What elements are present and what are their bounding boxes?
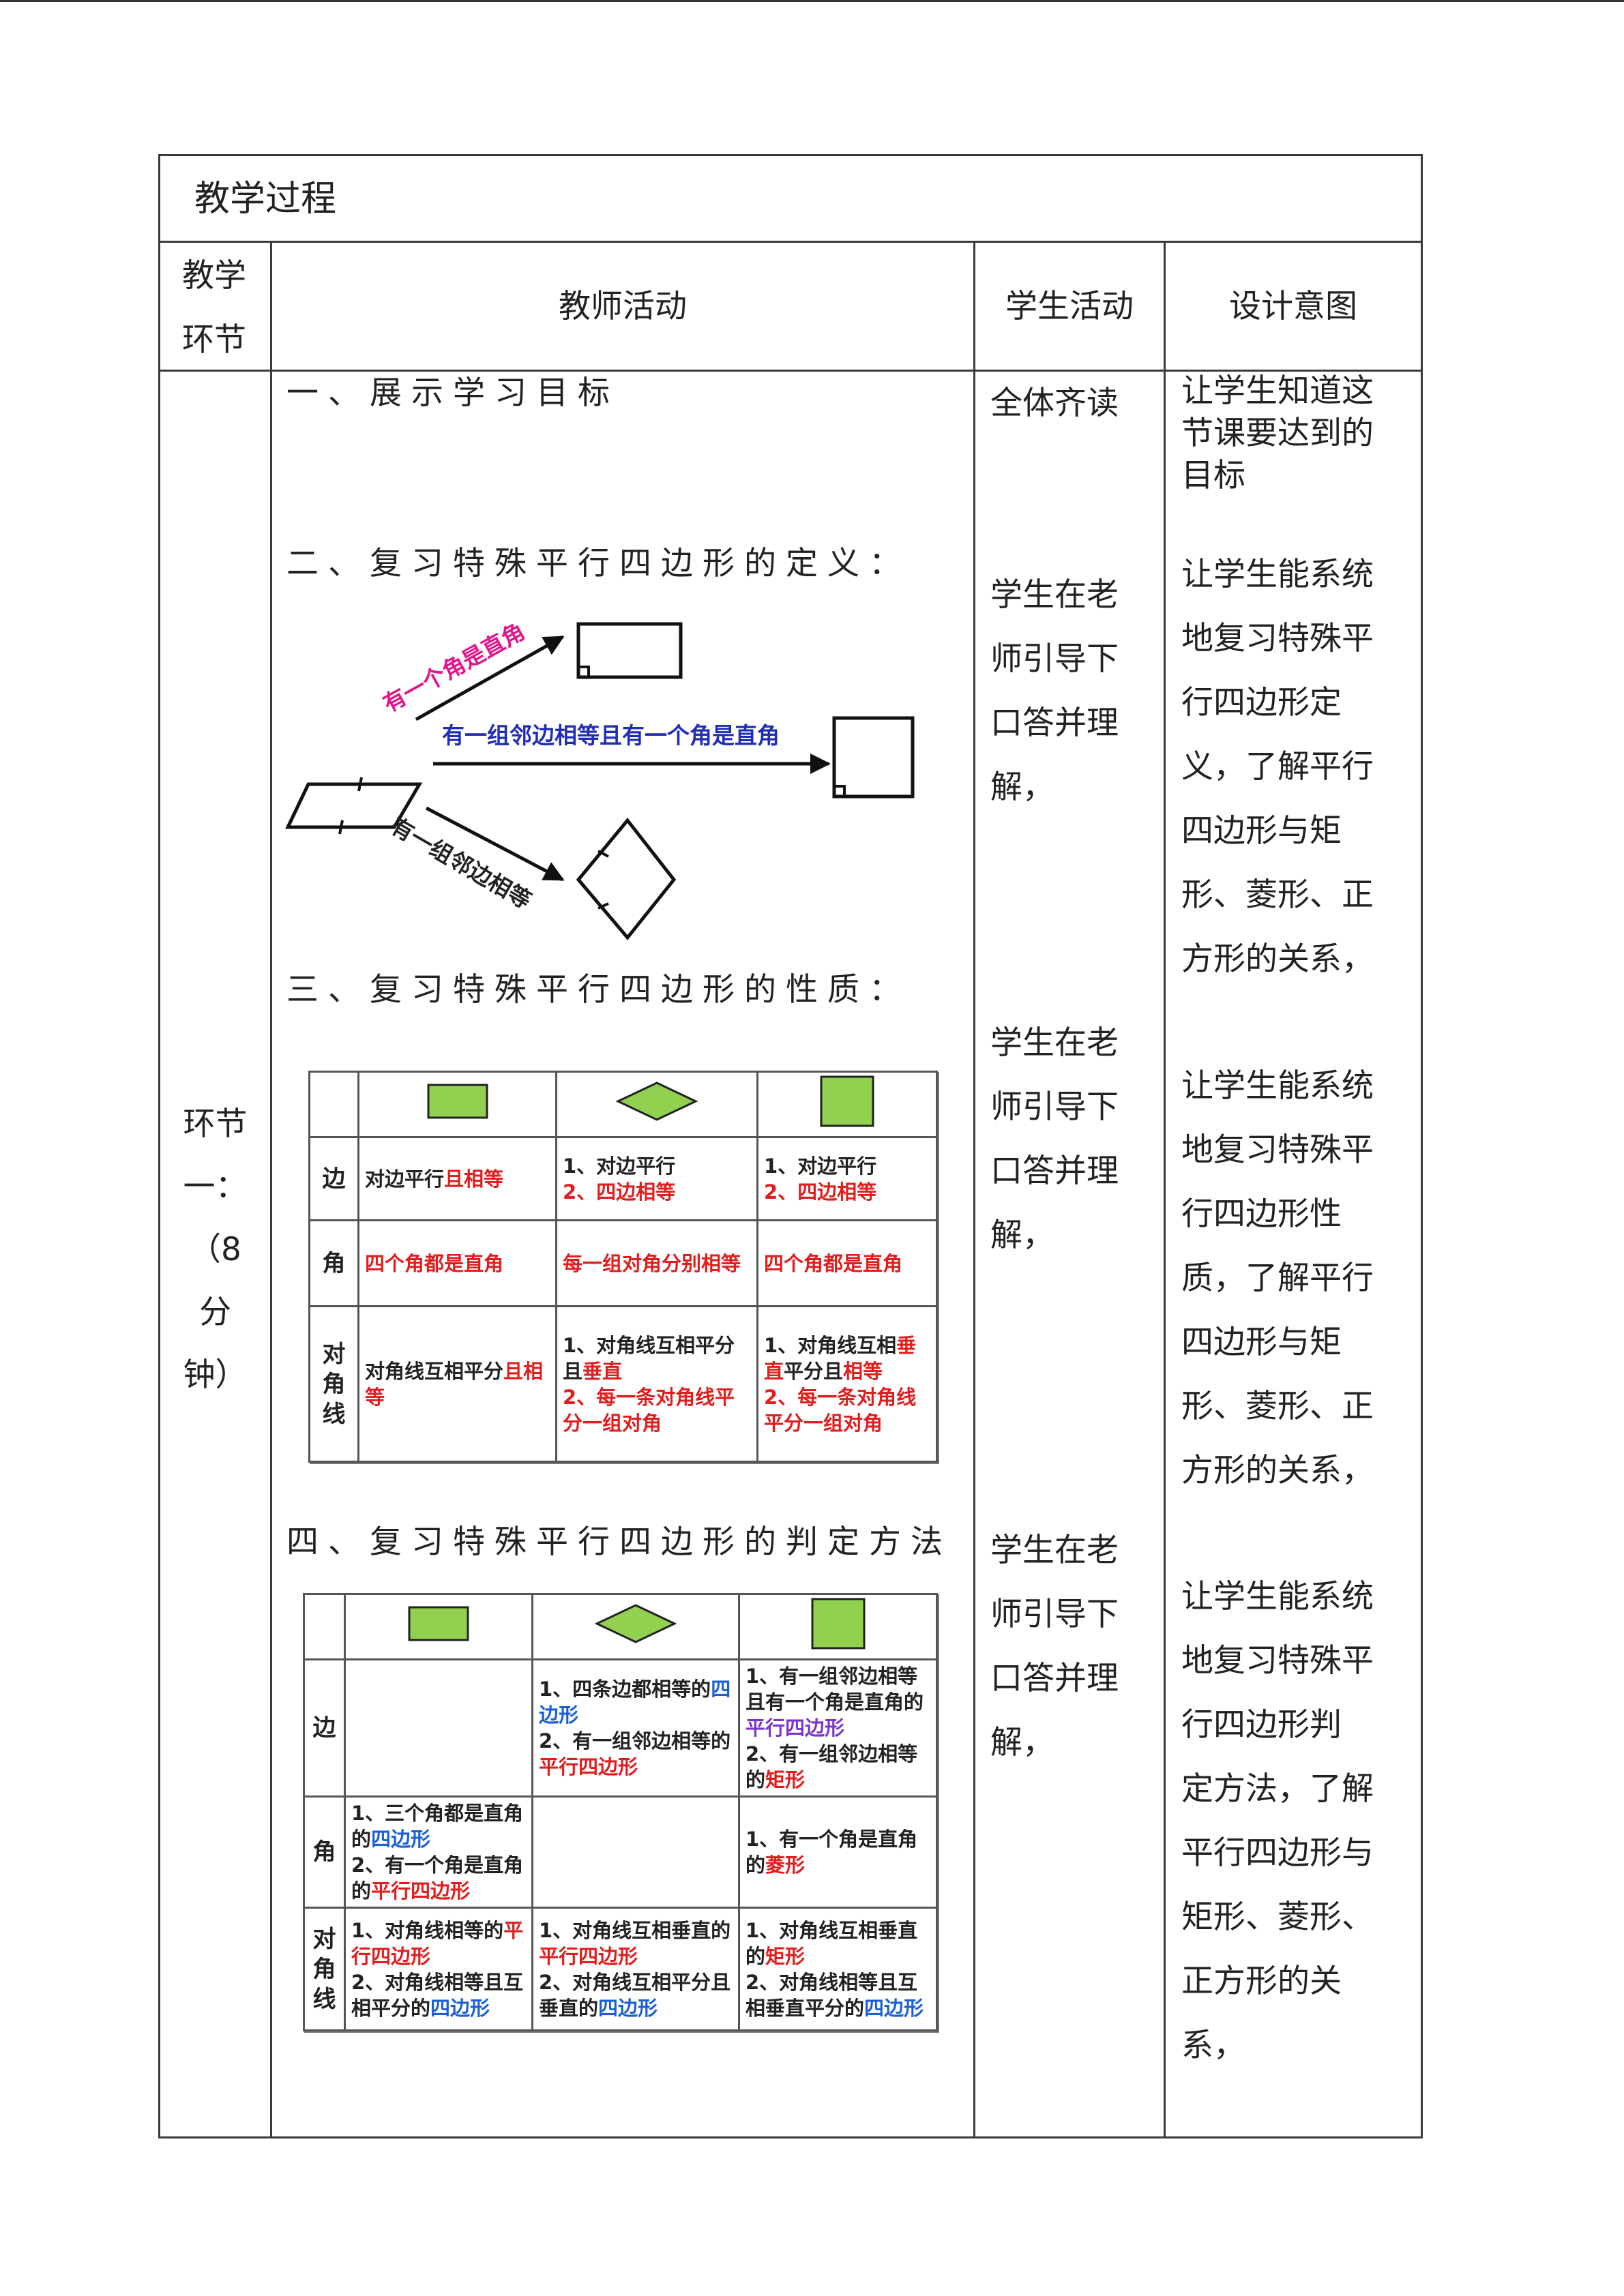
stage-line-3: （8 bbox=[189, 1231, 241, 1268]
table-row: 角 1、三个角都是直角的四边形 2、有一个角是直角的平行四边形 1、有一个角是直… bbox=[303, 1795, 938, 1909]
square-angle-cell: 四个角都是直角 bbox=[756, 1219, 938, 1307]
table-row: 对角线 1、对角线相等的平行四边形 2、对角线相等且互相平分的四边形 1、对角线… bbox=[303, 1907, 938, 2031]
square-diagonal-cell: 1、对角线互相垂直的矩形 2、对角线相等且互相垂直平分的四边形 bbox=[738, 1907, 938, 2031]
student-activity-3: 学生在老师引导下口答并理解， bbox=[990, 1024, 1119, 1254]
green-rhombus-icon bbox=[615, 1082, 698, 1121]
table-row bbox=[308, 1071, 938, 1138]
row-head-angle: 角 bbox=[308, 1219, 359, 1307]
header-teacher: 教师活动 bbox=[559, 288, 687, 325]
table-border-header-bottom bbox=[158, 370, 1423, 372]
table-row: 边 1、四条边都相等的四边形 2、有一组邻边相等的平行四边形 1、有一组邻边相等… bbox=[303, 1658, 938, 1798]
rhombus-shape bbox=[576, 818, 677, 940]
rectangle-shape bbox=[576, 622, 683, 679]
definition-diagram: 有一个角是直角 有一组邻边相等且有一个角是直角 有一组邻边相等 bbox=[285, 618, 915, 940]
column-divider-3 bbox=[1164, 241, 1166, 2138]
rect-side-cell bbox=[344, 1658, 533, 1798]
student-activity-2: 学生在老师引导下口答并理解， bbox=[990, 576, 1119, 806]
square-angle-cell: 1、有一个角是直角的菱形 bbox=[738, 1795, 938, 1909]
row-head-diagonal: 对角线 bbox=[308, 1305, 359, 1463]
rhombus-tick-2 bbox=[597, 902, 609, 910]
rect-angle-cell: 1、三个角都是直角的四边形 2、有一个角是直角的平行四边形 bbox=[344, 1795, 533, 1909]
arrow-to-rhombus bbox=[425, 806, 565, 882]
page-title: 教学过程 bbox=[194, 179, 337, 220]
green-rectangle-icon bbox=[408, 1606, 469, 1641]
stage-line-2: 一： bbox=[183, 1168, 248, 1206]
section-heading-4: 四、复习特殊平行四边形的判定方法 bbox=[286, 1523, 952, 1561]
design-intent-2: 让学生能系统地复习特殊平行四边形定义，了解平行 四边形与矩形、菱形、正方形的关系… bbox=[1181, 556, 1374, 978]
header-stage-label: 教学环节 bbox=[182, 257, 246, 359]
corner-cell bbox=[303, 1593, 346, 1660]
design-intent-1: 让学生知道这节课要达到的目标 bbox=[1181, 372, 1374, 494]
stage-line-1: 环节 bbox=[183, 1105, 248, 1143]
rhombus-icon-cell bbox=[555, 1071, 758, 1138]
section-heading-1: 一、展示学习目标 bbox=[286, 374, 619, 412]
rectangle-right-angle-mark bbox=[578, 666, 590, 677]
table-border-title-bottom bbox=[158, 241, 1423, 243]
column-divider-2 bbox=[973, 241, 975, 2138]
stage-line-4: 分 bbox=[199, 1294, 231, 1331]
stage-line-5: 钟） bbox=[183, 1356, 248, 1394]
rhombus-angle-cell: 每一组对角分别相等 bbox=[555, 1219, 758, 1307]
rectangle-icon-cell bbox=[357, 1071, 557, 1138]
parallelogram-tick-bottom bbox=[338, 820, 344, 835]
rect-diagonal-cell: 1、对角线相等的平行四边形 2、对角线相等且互相平分的四边形 bbox=[344, 1907, 533, 2031]
design-intent-3: 让学生能系统地复习特殊平行四边形性质，了解平行 四边形与矩形、菱形、正方形的关系… bbox=[1181, 1067, 1374, 1489]
green-rectangle-icon bbox=[427, 1084, 488, 1119]
rhombus-angle-cell bbox=[531, 1795, 740, 1909]
arrow-to-rectangle bbox=[415, 635, 565, 721]
square-icon-cell bbox=[738, 1593, 938, 1660]
parallelogram-shape bbox=[285, 782, 423, 829]
column-divider-1 bbox=[270, 241, 272, 2138]
rhombus-diagonal-cell: 1、对角线互相垂直的平行四边形 2、对角线互相平分且垂直的四边形 bbox=[531, 1907, 740, 2031]
rect-side-cell: 对边平行且相等 bbox=[357, 1136, 557, 1221]
parallelogram-tick-top bbox=[357, 777, 363, 792]
header-stage: 教学环节 bbox=[179, 244, 254, 372]
rect-angle-cell: 四个角都是直角 bbox=[357, 1219, 557, 1307]
rectangle-icon-cell bbox=[344, 1593, 533, 1660]
table-row bbox=[303, 1593, 938, 1660]
table-border-top bbox=[158, 154, 1423, 156]
student-activity-1: 全体齐读 bbox=[990, 385, 1119, 422]
row-head-angle: 角 bbox=[303, 1795, 346, 1909]
square-icon-cell bbox=[756, 1071, 938, 1138]
rhombus-side-cell: 1、四条边都相等的四边形 2、有一组邻边相等的平行四边形 bbox=[531, 1658, 740, 1798]
square-shape bbox=[832, 716, 915, 799]
student-activity-4: 学生在老师引导下口答并理解， bbox=[990, 1532, 1119, 1761]
table-row: 角 四个角都是直角 每一组对角分别相等 四个角都是直角 bbox=[308, 1219, 938, 1307]
square-side-cell: 1、有一组邻边相等且有一个角是直角的平行四边形 2、有一组邻边相等的矩形 bbox=[738, 1658, 938, 1798]
corner-cell bbox=[308, 1071, 359, 1138]
square-right-angle-mark bbox=[834, 785, 846, 796]
page-top-rule bbox=[0, 0, 1624, 2]
green-square-icon bbox=[811, 1598, 865, 1650]
rhombus-icon-cell bbox=[531, 1593, 740, 1660]
arrow-label-middle: 有一组邻边相等且有一个角是直角 bbox=[442, 722, 780, 749]
table-border-bottom bbox=[158, 2136, 1423, 2138]
row-head-side: 边 bbox=[308, 1136, 359, 1221]
section-heading-3: 三、复习特殊平行四边形的性质： bbox=[286, 971, 911, 1009]
section-heading-2: 二、复习特殊平行四边形的定义： bbox=[286, 545, 911, 582]
row-head-diagonal: 对角线 bbox=[303, 1907, 346, 2031]
table-border-left bbox=[158, 154, 160, 2138]
design-intent-4: 让学生能系统地复习特殊平行四边形判定方法，了解 平行四边形与矩形、菱形、正方形的… bbox=[1181, 1578, 1374, 2064]
judgement-table: 边 1、四条边都相等的四边形 2、有一组邻边相等的平行四边形 1、有一组邻边相等… bbox=[303, 1593, 938, 2031]
rhombus-tick-1 bbox=[597, 850, 609, 858]
green-rhombus-icon bbox=[594, 1604, 677, 1643]
header-student: 学生活动 bbox=[1005, 288, 1134, 325]
header-design: 设计意图 bbox=[1229, 288, 1357, 325]
table-border-right bbox=[1421, 154, 1423, 2138]
rect-diagonal-cell: 对角线互相平分且相等 bbox=[357, 1305, 557, 1463]
green-square-icon bbox=[820, 1075, 874, 1127]
stage-label: 环节 一： （8 分 钟） bbox=[160, 1093, 270, 1407]
row-head-side: 边 bbox=[303, 1658, 346, 1798]
